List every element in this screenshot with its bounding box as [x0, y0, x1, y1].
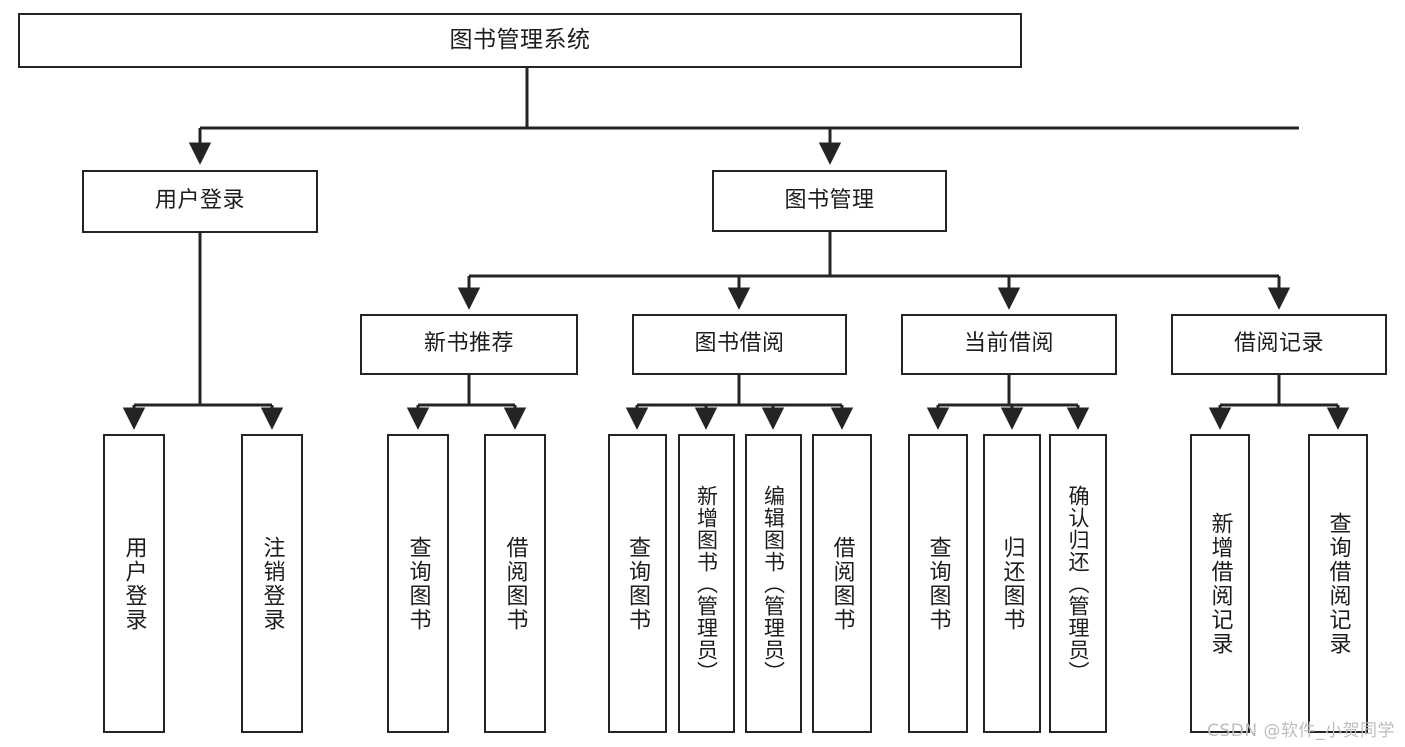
node-root-label: 图书管理系统	[449, 26, 591, 53]
node-leaf-confirm-return-admin[interactable]: 确认归还（管理员）	[1049, 434, 1107, 733]
node-leaf-query-book-2-label: 查询图书	[625, 535, 651, 632]
node-book-manage[interactable]: 图书管理	[712, 170, 947, 232]
node-leaf-borrow-book-1[interactable]: 借阅图书	[484, 434, 546, 733]
node-leaf-query-borrow-record-label: 查询借阅记录	[1325, 511, 1351, 656]
node-leaf-return-book[interactable]: 归还图书	[983, 434, 1041, 733]
node-leaf-query-book-3-label: 查询图书	[925, 535, 951, 632]
node-leaf-query-book-2[interactable]: 查询图书	[608, 434, 667, 733]
node-leaf-confirm-return-admin-label: 确认归还（管理员）	[1066, 484, 1091, 683]
node-leaf-add-book-admin-label: 新增图书（管理员）	[694, 484, 719, 683]
node-leaf-edit-book-admin-label: 编辑图书（管理员）	[761, 484, 786, 683]
node-book-borrow[interactable]: 图书借阅	[632, 314, 847, 375]
node-leaf-borrow-book-2[interactable]: 借阅图书	[812, 434, 872, 733]
node-leaf-edit-book-admin[interactable]: 编辑图书（管理员）	[745, 434, 802, 733]
node-current-borrow[interactable]: 当前借阅	[901, 314, 1117, 375]
node-leaf-add-book-admin[interactable]: 新增图书（管理员）	[678, 434, 735, 733]
node-leaf-query-borrow-record[interactable]: 查询借阅记录	[1308, 434, 1368, 733]
node-leaf-add-borrow-record-label: 新增借阅记录	[1207, 511, 1233, 656]
node-user-login-label: 用户登录	[154, 188, 245, 214]
node-new-book-recommend-label: 新书推荐	[423, 331, 514, 357]
node-borrow-record[interactable]: 借阅记录	[1171, 314, 1387, 375]
watermark: CSDN @软件_小贺同学	[1207, 721, 1395, 741]
node-leaf-user-login[interactable]: 用户登录	[103, 434, 165, 733]
node-book-manage-label: 图书管理	[784, 187, 875, 213]
node-current-borrow-label: 当前借阅	[963, 331, 1054, 357]
node-leaf-query-book-1[interactable]: 查询图书	[387, 434, 449, 733]
node-new-book-recommend[interactable]: 新书推荐	[360, 314, 578, 375]
node-root[interactable]: 图书管理系统	[18, 13, 1022, 68]
node-leaf-query-book-3[interactable]: 查询图书	[908, 434, 968, 733]
node-book-borrow-label: 图书借阅	[694, 331, 785, 357]
node-leaf-return-book-label: 归还图书	[999, 535, 1025, 632]
node-borrow-record-label: 借阅记录	[1233, 331, 1324, 357]
node-leaf-logout[interactable]: 注销登录	[241, 434, 303, 733]
node-leaf-add-borrow-record[interactable]: 新增借阅记录	[1190, 434, 1250, 733]
node-leaf-borrow-book-1-label: 借阅图书	[502, 535, 528, 632]
node-leaf-logout-label: 注销登录	[259, 535, 285, 632]
node-user-login[interactable]: 用户登录	[82, 170, 318, 233]
node-leaf-query-book-1-label: 查询图书	[405, 535, 431, 632]
node-leaf-borrow-book-2-label: 借阅图书	[829, 535, 855, 632]
node-leaf-user-login-label: 用户登录	[121, 535, 147, 632]
